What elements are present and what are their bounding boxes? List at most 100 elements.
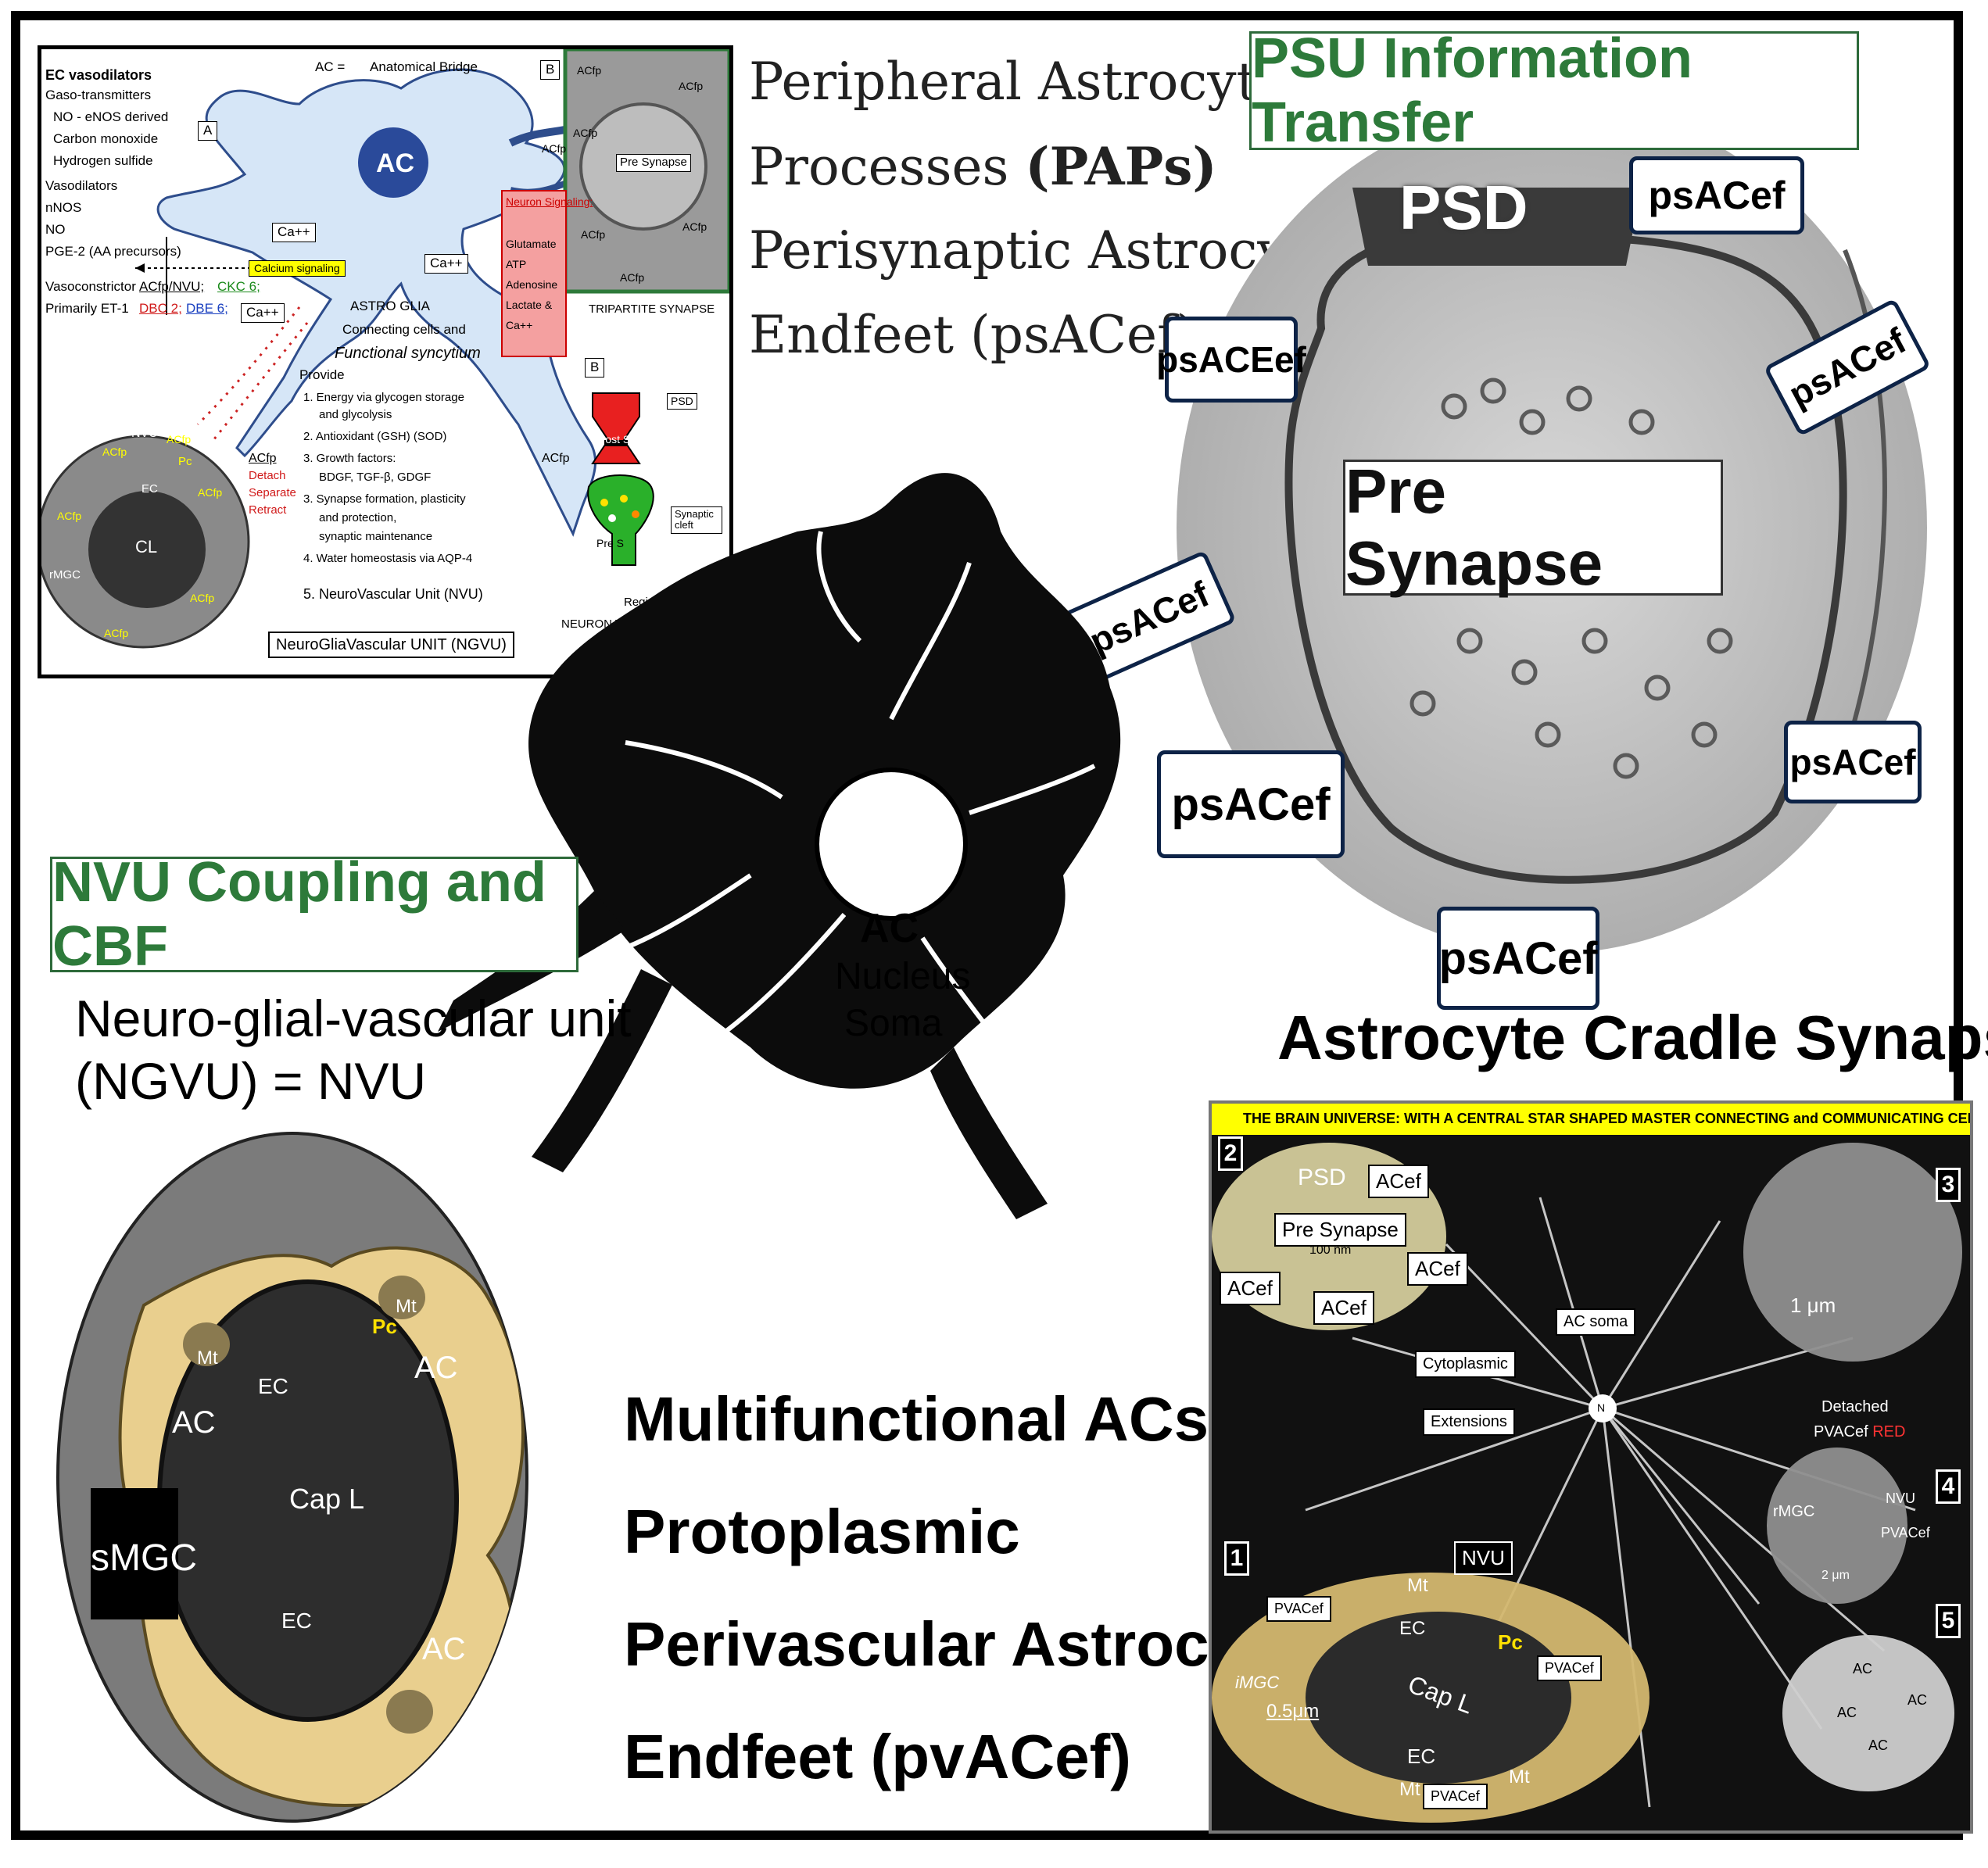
mitochondria [386, 1690, 433, 1734]
h2s-label: Hydrogen sulfide [53, 153, 153, 168]
paps-line4: Endfeet (psACef) [749, 305, 1197, 365]
neuron-signaling-box: Neuron Signaling: Glutamate ATP Adenosin… [501, 190, 593, 357]
banner-bg [1212, 1104, 1970, 1135]
vesicle [608, 514, 616, 522]
bu-2um-label: 2 μm [1821, 1569, 1850, 1582]
pge2-label: PGE-2 (AA precursors) [45, 244, 181, 259]
no-enos-label: NO - eNOS derived [53, 109, 169, 124]
bu-acef-label: ACef [1313, 1291, 1374, 1325]
smgc-box [91, 1488, 178, 1619]
pre-synapse-shape [587, 474, 654, 566]
vesicle [620, 495, 628, 503]
bu-detached-label: Detached [1821, 1398, 1889, 1415]
bu-pvacef-small-label: PVACef [1881, 1525, 1930, 1541]
co-label: Carbon monoxide [53, 131, 159, 146]
bu-ac-label: AC [1868, 1737, 1889, 1753]
bu-100nm-label: 100 nm [1309, 1244, 1352, 1257]
acfp-label: ACfp [542, 452, 570, 465]
bu-ec-label: EC [1399, 1618, 1426, 1639]
astrocyte-silhouette [438, 473, 1121, 1219]
acfp-label: ACfp [573, 127, 598, 139]
bu-05um-label: 0.5μm [1266, 1701, 1320, 1722]
provide-item: synaptic maintenance [319, 530, 433, 543]
inset-number: 5 [1936, 1604, 1961, 1638]
bu-pvacef-red-label: PVACef RED [1814, 1424, 1905, 1440]
red-dotted-line [212, 322, 309, 441]
em-acfp-label: ACfp [57, 510, 82, 522]
bu-nvu-small-label: NVU [1886, 1490, 1916, 1506]
em-pc-label: Pc [178, 455, 192, 468]
anatomical-bridge-label: Anatomical Bridge [370, 59, 478, 74]
nvu-mt-label: Mt [197, 1347, 218, 1369]
signal-item: ATP [506, 258, 527, 270]
calcium-signaling-box: Calcium signaling [249, 260, 346, 277]
post-s-label: Post S [598, 433, 631, 446]
paps-line1: Peripheral Astrocytic [749, 52, 1303, 112]
nvu-em-circle-svg [56, 1132, 528, 1823]
separate-label: Separate [249, 486, 296, 499]
em-ec-label: EC [141, 482, 158, 496]
mitochondria [378, 1276, 425, 1319]
bu-pvacef-label: PVACef [1423, 1784, 1488, 1809]
psu-title: PSU Information Transfer [1249, 27, 1859, 154]
bu-acef-label: ACef [1407, 1252, 1468, 1286]
provide-item: 3. Growth factors: [303, 452, 396, 465]
acfp-label: ACfp [542, 142, 567, 155]
bu-1um-label: 1 μm [1790, 1294, 1836, 1317]
psaceef-tag: psACEef [1156, 317, 1306, 403]
ec-vasodilators-label: EC vasodilators [45, 67, 152, 83]
ngvu-line2: (NGVU) = NVU [75, 1052, 427, 1110]
arrow-head [135, 263, 145, 273]
provide-label: Provide [299, 367, 345, 382]
paps-line2a: Processes [749, 137, 1026, 197]
paps-line2: Processes (PAPs) [749, 141, 1217, 193]
acfp-nvu-label: ACfp/NVU; [139, 279, 205, 294]
acfp-label: ACfp [577, 64, 602, 77]
vasodilators-label: Vasodilators [45, 178, 118, 193]
psd-bar [604, 440, 628, 446]
em-acfp-label: ACfp [198, 486, 223, 499]
nvu-capl-label: Cap L [289, 1483, 365, 1515]
bu-ec-label: EC [1407, 1745, 1436, 1768]
nvu-ac-label: AC [422, 1632, 466, 1666]
em-rmgc-label: rMGC [49, 568, 81, 582]
connecting-label: Connecting cells and [342, 322, 466, 337]
multifunctional-line1: Multifunctional ACs [624, 1384, 1209, 1454]
neuron-signaling-title: Neuron Signaling: [506, 195, 593, 208]
smgc-label: sMGC [91, 1537, 197, 1579]
multifunctional-line4: Endfeet (pvACef) [624, 1722, 1131, 1791]
bu-extensions-label: Extensions [1423, 1408, 1515, 1436]
vasoconstrictor-label: Vasoconstrictor [45, 279, 136, 294]
functional-syncytium-label: Functional syncytium [335, 345, 481, 362]
detach-label: Detach [249, 469, 286, 482]
synaptic-cleft-label: Synaptic cleft [671, 506, 722, 534]
signal-item: Glutamate [506, 238, 557, 250]
bu-ac-soma-label: AC soma [1556, 1308, 1636, 1336]
psacef-tag: psACef [1437, 907, 1599, 1010]
inset-5-ellipse [1782, 1635, 1954, 1791]
brain-universe-panel: THE BRAIN UNIVERSE: WITH A CENTRAL STAR … [1209, 1100, 1973, 1834]
acfp-label: ACfp [679, 80, 704, 92]
paps-line2b: (PAPs) [1025, 136, 1217, 197]
calcium-label: Ca++ [424, 254, 468, 274]
provide-item: 5. NeuroVascular Unit (NVU) [303, 586, 483, 602]
astro-glia-label: ASTRO GLIA [350, 299, 431, 313]
bu-rmgc-label: rMGC [1773, 1503, 1815, 1520]
provide-item: and protection, [319, 511, 397, 524]
no-label: NO [45, 222, 66, 237]
em-nvu-label: NVU [131, 427, 158, 440]
provide-item: 3. Synapse formation, plasticity [303, 492, 466, 506]
psd-density [1352, 188, 1642, 266]
nvu-pc-label: Pc [372, 1315, 397, 1338]
ngvu-box: NeuroGliaVascular UNIT (NGVU) [268, 632, 514, 658]
bu-nvu-label: NVU [1454, 1541, 1513, 1575]
provide-item: BDGF, TGF-β, GDGF [319, 471, 432, 484]
acfp-label: ACfp [581, 228, 606, 241]
psu-pre-synapse-box: Pre Synapse [1343, 456, 1723, 598]
ac-equals-label: AC = [315, 59, 346, 74]
center-nucleus-label: Nucleus [835, 956, 971, 997]
silhouette-highlights [609, 531, 1096, 1057]
calcium-label: Ca++ [272, 223, 316, 242]
inset-4-ellipse [1767, 1448, 1907, 1604]
em-acfp-label: ACfp [190, 592, 215, 604]
